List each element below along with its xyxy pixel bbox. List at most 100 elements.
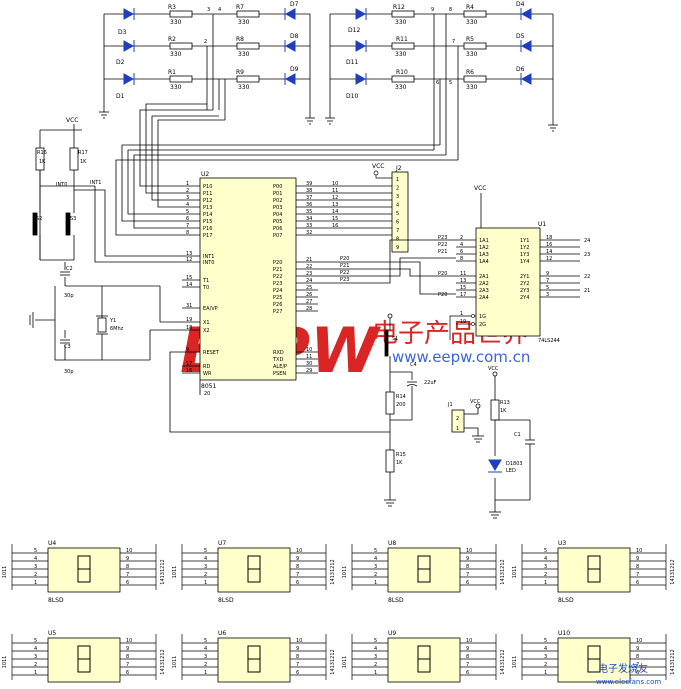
display-ref: U8 [388,540,396,547]
display-ref: U6 [218,630,226,637]
mcu-pin-number: 29 [306,368,312,374]
segment-pin-number: 5 [544,548,547,554]
display-right-nets: 14131212 [670,559,676,584]
u1-output-number: 12 [546,256,552,262]
port2-bus-wires [318,239,456,295]
led-d3-label: D3 [118,29,127,36]
u1-output-name: 1Y3 [520,252,529,258]
segment-pin-number: 7 [126,572,129,578]
mcu-pin-name: P26 [273,302,282,308]
segment-pin-number: 9 [296,646,299,652]
mcu-pin-number: 39 [306,181,312,187]
u1-enable-name: 1G [479,314,486,320]
mcu-pin-number: 3 [186,195,189,201]
segment-pin-number: 5 [374,548,377,554]
mcu-pin-name: X1 [203,320,210,326]
segment-body [217,547,291,593]
c2-value: 30p [64,293,74,299]
mcu-pin-name: P10 [203,184,212,190]
mcu-body [199,177,297,381]
mcu-pin-name: INT1 [203,254,214,260]
mcu-pin-name: P07 [273,233,282,239]
u1-output-name: 2Y2 [520,281,529,287]
u1-input-net: P20 [438,292,447,298]
display-left-nets: 1011 [172,566,178,579]
vcc-label-u1: VCC [474,185,486,192]
bus-p21-label: P21 [340,263,349,269]
u1-output-net: 22 [584,274,590,280]
r17-label: R17 [78,150,88,156]
mcu-pin-name: PSEN [273,371,286,377]
bus-p23-label: P23 [340,277,349,283]
display-left-nets: 1011 [2,656,8,669]
segment-pin-number: 3 [204,564,207,570]
r13-label: R13 [500,400,510,406]
segment-pin-number: 7 [296,572,299,578]
segment-pin-number: 9 [126,556,129,562]
segment-pin-number: 6 [296,670,299,676]
segment-pin-number: 7 [466,572,469,578]
segment-pin-number: 2 [374,572,377,578]
segment-pin-number: 8 [636,564,639,570]
mcu-pin-name: P16 [203,226,212,232]
mcu-pin-name: P02 [273,198,282,204]
display-ref: U9 [388,630,396,637]
u1-input-net: P22 [438,242,447,248]
u1-input-number: 4 [460,242,463,248]
resistor-r1-label: R1 [168,69,176,76]
u1-ref: U1 [538,221,546,228]
routing-wires [115,79,458,236]
int1-net-label: INT1 [90,180,101,186]
j2-body [391,171,409,253]
mcu-pin-number: 14 [186,282,192,288]
j1-pin-2: 2 [456,416,459,422]
mcu-pin-name: P25 [273,295,282,301]
bus-p20-label: P20 [340,256,349,262]
resistor-r9-value: 330 [238,84,250,91]
mcu-pin-number: 8 [186,230,189,236]
j2-pin-number: 2 [396,186,399,192]
u1-output-name: 2Y3 [520,288,529,294]
u1-input-name: 1A2 [479,245,489,251]
led-diodes-right [355,8,532,85]
u1-input-number: 11 [460,271,466,277]
u1-output-name: 1Y1 [520,238,529,244]
display-right-nets: 14131212 [670,649,676,674]
segment-pin-number: 3 [374,564,377,570]
j2-pin-number: 4 [396,203,399,209]
segment-pin-number: 8 [466,654,469,660]
led-labels-right: D12 R12 330 R4 330 D4 D11 R11 330 R5 330… [346,1,525,100]
segment-pin-number: 7 [296,662,299,668]
mcu-pin-name: P20 [273,260,282,266]
segment-pin-number: 1 [374,580,377,586]
display-ref: U7 [218,540,226,547]
r17-value: 1K [80,159,87,165]
mcu-pin-name: P01 [273,191,282,197]
segment-pin-number: 2 [544,662,547,668]
vcc-label-1: VCC [66,117,78,124]
segment-pin-number: 9 [466,556,469,562]
mcu-pin-name: P06 [273,226,282,232]
segment-pin-number: 1 [544,580,547,586]
segment-pin-number: 5 [34,548,37,554]
node-3-label: 3 [207,7,210,13]
segment-pin-number: 8 [636,654,639,660]
segment-pin-number: 7 [636,662,639,668]
segment-pin-number: 8 [126,564,129,570]
mcu-pin-name: P00 [273,184,282,190]
mcu-pin-name: RXD [273,350,284,356]
segment-pin-number: 5 [34,638,37,644]
bus-p22-label: P22 [340,270,349,276]
display-part: 8LSD [48,597,64,604]
mcu-pin-number: 10 [306,347,312,353]
segment-pin-number: 3 [204,654,207,660]
node-5-label: 5 [449,80,452,86]
segment-pin-number: 4 [544,556,547,562]
node-9-label: 9 [431,7,434,13]
u1-input-name: 2A2 [479,281,489,287]
mcu-pin-number: 4 [186,202,189,208]
c3-value: 30p [64,369,74,375]
mcu-gnd-pin: 20 [204,391,210,397]
r15-label: R15 [396,452,406,458]
